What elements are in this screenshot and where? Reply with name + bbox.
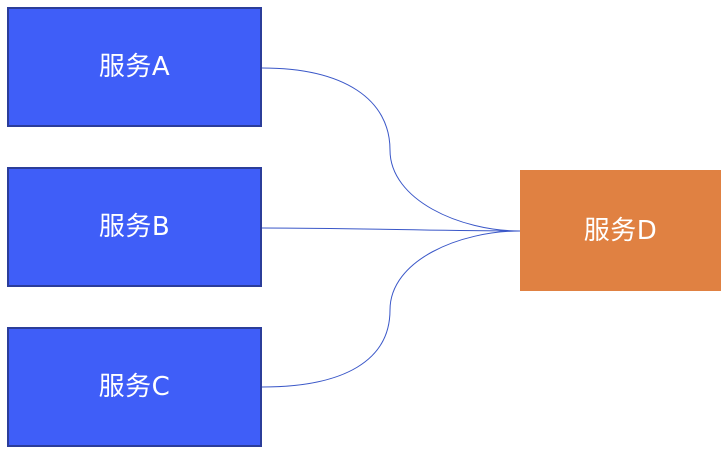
connector-a-to-d	[261, 67, 521, 232]
service-b-node[interactable]: 服务B	[7, 167, 262, 287]
service-b-label: 服务B	[98, 212, 171, 242]
service-d-node[interactable]: 服务D	[520, 170, 721, 291]
service-c-label: 服务C	[98, 372, 171, 402]
service-a-node[interactable]: 服务A	[7, 7, 262, 127]
service-a-label: 服务A	[98, 52, 171, 82]
service-c-node[interactable]: 服务C	[7, 327, 262, 447]
connector-b-to-d	[261, 227, 521, 232]
service-d-label: 服务D	[583, 215, 658, 246]
connector-c-to-d	[261, 230, 521, 388]
